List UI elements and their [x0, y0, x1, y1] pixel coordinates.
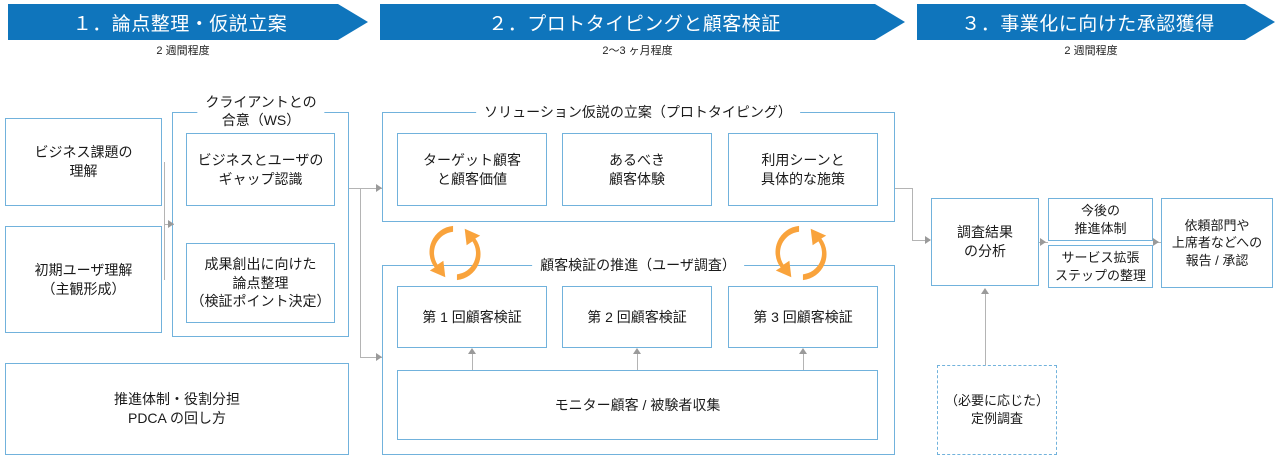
arrow-right-icon-solution — [376, 184, 382, 192]
box-issue-sorting[interactable]: 成果創出に向けた 論点整理 （検証ポイント決定） — [186, 243, 335, 323]
connector-phase3-vertical — [912, 188, 913, 240]
box-future-promotion-structure[interactable]: 今後の 推進体制 — [1048, 198, 1153, 241]
arrow-right-icon-report — [1153, 238, 1159, 246]
phase-banner-3: ３．事業化に向けた承認獲得 — [917, 4, 1275, 40]
box-validation-round-3[interactable]: 第 3 回顧客検証 — [728, 286, 878, 348]
phase-banner-2-shape — [380, 4, 905, 40]
phase-1-duration: 2 週間程度 — [156, 45, 210, 57]
group-customer-validation-title: 顧客検証の推進（ユーザ調査） — [532, 255, 744, 275]
box-monitor-recruitment[interactable]: モニター顧客 / 被験者収集 — [397, 370, 878, 440]
arrow-up-icon-v3 — [799, 348, 807, 354]
phase-banner-1-shape — [8, 4, 368, 40]
refresh-cycle-icon-2 — [770, 222, 832, 284]
connector-to-solution-group — [360, 188, 382, 189]
connector-monitor-to-v2 — [637, 352, 638, 370]
arrow-up-icon-analysis — [981, 288, 989, 294]
arrow-right-icon-left-group — [168, 220, 174, 228]
box-usage-scene-measures[interactable]: 利用シーンと 具体的な施策 — [728, 133, 878, 206]
connector-phase2-out — [895, 188, 913, 189]
box-regular-survey[interactable]: （必要に応じた） 定例調査 — [937, 365, 1057, 455]
connector-regular-survey-to-analysis — [985, 292, 986, 365]
connector-to-validation-group — [360, 357, 382, 358]
phase-banner-3-label: ３．事業化に向けた承認獲得 — [961, 13, 1215, 35]
arrow-up-icon-v2 — [633, 348, 641, 354]
box-validation-round-1[interactable]: 第 1 回顧客検証 — [397, 286, 547, 348]
arrow-right-icon-structure — [1040, 238, 1046, 246]
phase-banner-3-shape — [917, 4, 1275, 40]
phase-banner-2-label: ２．プロトタイピングと顧客検証 — [488, 13, 781, 35]
connector-left-vertical — [164, 162, 165, 280]
connector-phase2-vertical — [360, 188, 361, 358]
box-initial-user-understanding[interactable]: 初期ユーザ理解 （主観形成） — [5, 226, 162, 333]
box-business-issue[interactable]: ビジネス課題の 理解 — [5, 118, 162, 206]
arrow-right-icon-validation — [376, 353, 382, 361]
connector-monitor-to-v3 — [803, 352, 804, 370]
arrow-right-icon-analysis — [925, 236, 931, 244]
box-survey-analysis[interactable]: 調査結果 の分析 — [931, 198, 1039, 286]
phase-banner-2: ２．プロトタイピングと顧客検証 — [380, 4, 905, 40]
box-pdca-structure[interactable]: 推進体制・役割分担 PDCA の回し方 — [5, 363, 349, 455]
box-report-approval[interactable]: 依頼部門や 上席者などへの 報告 / 承認 — [1161, 198, 1273, 288]
box-gap-recognition[interactable]: ビジネスとユーザの ギャップ認識 — [186, 133, 335, 206]
phase-banner-1-label: １．論点整理・仮説立案 — [72, 13, 288, 35]
connector-to-analysis — [912, 240, 930, 241]
refresh-cycle-icon-1 — [424, 222, 486, 284]
phase-3-duration: 2 週間程度 — [1064, 45, 1118, 57]
arrow-up-icon-v1 — [468, 348, 476, 354]
box-service-expansion-steps[interactable]: サービス拡張 ステップの整理 — [1048, 245, 1153, 288]
phase-2-duration: 2〜3 ヶ月程度 — [602, 45, 673, 57]
phase-banner-1: １．論点整理・仮説立案 — [8, 4, 368, 40]
box-ideal-customer-experience[interactable]: あるべき 顧客体験 — [562, 133, 712, 206]
group-solution-hypothesis-title: ソリューション仮説の立案（プロトタイピング） — [476, 102, 800, 122]
box-validation-round-2[interactable]: 第 2 回顧客検証 — [562, 286, 712, 348]
connector-monitor-to-v1 — [472, 352, 473, 370]
group-client-agreement-title: クライアントとの 合意（WS） — [197, 92, 325, 130]
box-target-customer-value[interactable]: ターゲット顧客 と顧客価値 — [397, 133, 547, 206]
